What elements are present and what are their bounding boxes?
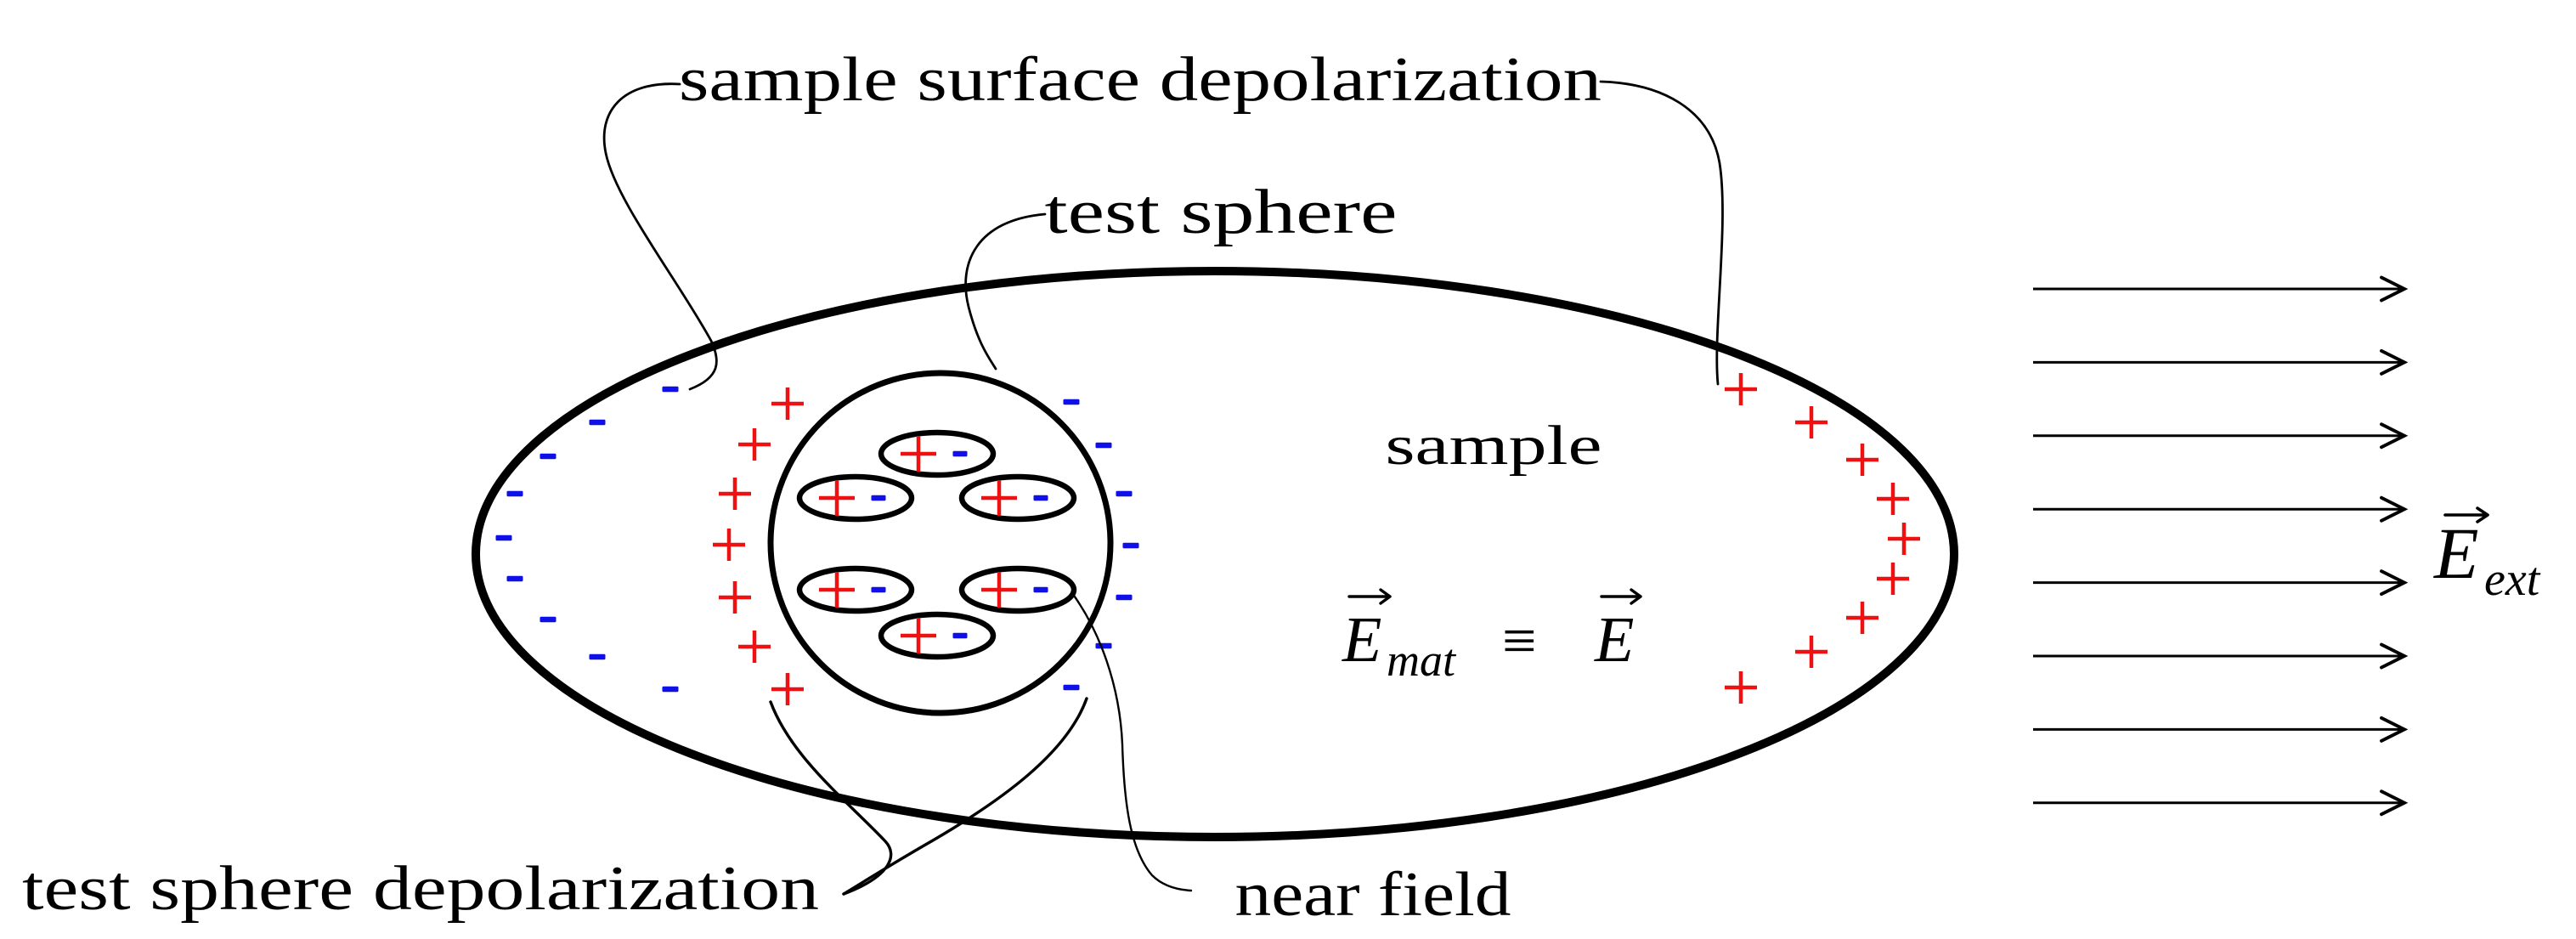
vector-arrow-icon bbox=[2443, 506, 2489, 523]
negative-charge bbox=[506, 575, 523, 582]
dipole bbox=[958, 565, 1077, 614]
dipole-outline bbox=[796, 473, 915, 523]
dipole-positive-charge bbox=[901, 618, 936, 653]
positive-charge bbox=[1877, 563, 1909, 595]
dipole-outline bbox=[958, 473, 1077, 523]
leader-test-sphere bbox=[964, 212, 1047, 371]
negative-charge bbox=[662, 386, 679, 393]
dipole-group bbox=[796, 429, 1077, 660]
negative-charge bbox=[506, 490, 523, 497]
dipole-outline bbox=[958, 565, 1077, 614]
label-sample: sample bbox=[1386, 415, 1602, 477]
positive-charge bbox=[1888, 523, 1920, 555]
dipole-positive-charge bbox=[981, 480, 1017, 516]
positive-charge bbox=[771, 387, 804, 420]
positive-charge bbox=[713, 529, 745, 561]
label-e-ext: E ext bbox=[2432, 512, 2541, 606]
dipole-negative-charge bbox=[871, 495, 886, 501]
negative-charge bbox=[1116, 594, 1133, 601]
dipole-negative-charge bbox=[1033, 495, 1048, 501]
label-sample-surface-depolarization: sample surface depolarization bbox=[679, 45, 1602, 115]
sample-ellipse bbox=[472, 267, 1958, 841]
positive-charge bbox=[1795, 406, 1827, 438]
dipole-negative-charge bbox=[871, 586, 886, 593]
dipole bbox=[878, 429, 997, 478]
positive-charge bbox=[738, 428, 771, 461]
leader-near-field bbox=[1071, 591, 1193, 892]
leader-sample-surface-right bbox=[1599, 80, 1724, 386]
external-field-arrow-group bbox=[2033, 275, 2409, 817]
dipole bbox=[796, 565, 915, 614]
negative-charge bbox=[1122, 542, 1139, 549]
leader-test-sphere-depolarization-left bbox=[769, 700, 893, 896]
dipole bbox=[878, 611, 997, 660]
positive-charge bbox=[1795, 636, 1827, 668]
dipole-negative-charge bbox=[952, 450, 968, 457]
label-near-field: near field bbox=[1235, 860, 1511, 930]
leader-test-sphere-depolarization-right bbox=[842, 697, 1088, 896]
negative-charge bbox=[495, 535, 512, 541]
positive-charge bbox=[1877, 483, 1909, 515]
vector-arrow-icon bbox=[1347, 588, 1392, 605]
negative-charge bbox=[589, 653, 606, 660]
negative-charge bbox=[662, 686, 679, 693]
negative-charge bbox=[1063, 684, 1080, 691]
label-e-mat-equiv-e: E mat ≡ E bbox=[1342, 604, 1634, 686]
negative-charge bbox=[1116, 490, 1133, 497]
negative-charge bbox=[589, 419, 606, 426]
dipole-positive-charge bbox=[819, 480, 855, 516]
charge-group bbox=[495, 373, 1920, 705]
dipole-positive-charge bbox=[901, 436, 936, 472]
dipole-outline bbox=[796, 565, 915, 614]
label-test-sphere-depolarization: test sphere depolarization bbox=[22, 854, 819, 924]
dipole-positive-charge bbox=[819, 572, 855, 608]
vector-arrow-icon bbox=[1600, 588, 1642, 605]
positive-charge bbox=[771, 673, 804, 705]
test-sphere-circle bbox=[767, 370, 1114, 716]
negative-charge bbox=[1063, 399, 1080, 405]
dipole-negative-charge bbox=[1033, 586, 1048, 593]
positive-charge bbox=[1725, 671, 1757, 704]
positive-charge bbox=[738, 631, 771, 663]
dipole-positive-charge bbox=[981, 572, 1017, 608]
positive-charge bbox=[1846, 602, 1878, 634]
dipole-negative-charge bbox=[952, 632, 968, 639]
leader-sample-surface-left bbox=[602, 82, 718, 391]
positive-charge bbox=[1725, 373, 1757, 405]
dipole bbox=[958, 473, 1077, 523]
positive-charge bbox=[1846, 444, 1878, 476]
positive-charge bbox=[719, 478, 751, 510]
positive-charge bbox=[719, 581, 751, 614]
label-test-sphere: test sphere bbox=[1045, 178, 1398, 247]
dipole bbox=[796, 473, 915, 523]
dipole-outline bbox=[878, 611, 997, 660]
negative-charge bbox=[539, 453, 556, 460]
dipole-outline bbox=[878, 429, 997, 478]
negative-charge bbox=[1095, 442, 1112, 449]
negative-charge bbox=[1095, 642, 1112, 649]
negative-charge bbox=[539, 616, 556, 623]
